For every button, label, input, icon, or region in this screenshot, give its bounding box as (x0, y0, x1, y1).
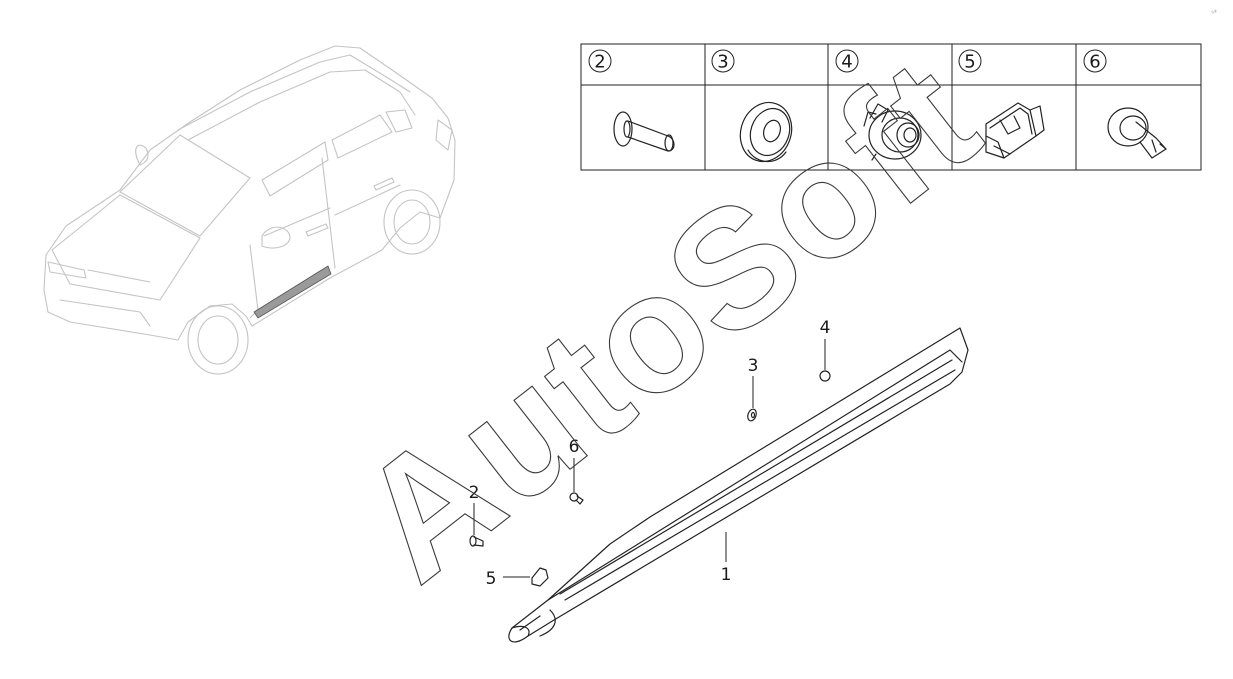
screw-rivet-icon (1107, 107, 1167, 159)
screw-rivet-part-6 (569, 492, 584, 505)
callout-6: 6 (569, 437, 580, 457)
legend-number-6: 6 (1089, 52, 1100, 73)
legend-header-2: 2 (588, 49, 612, 73)
legend-number-4: 4 (841, 52, 852, 73)
trim-rivet-icon (613, 111, 675, 152)
push-clip-icon (863, 103, 922, 161)
callout-1: 1 (721, 565, 732, 585)
autosoft-watermark: AutoSoft (324, 22, 1011, 617)
callout-2: 2 (469, 483, 480, 503)
legend-header-5: 5 (958, 49, 982, 73)
callout-5: 5 (486, 569, 497, 589)
legend-header-4: 4 (835, 49, 859, 73)
legend-number-3: 3 (717, 52, 728, 73)
legend-header-6: 6 (1083, 49, 1107, 73)
side-moulding-assembly: 1 2 3 4 5 6 (469, 318, 969, 643)
grommet-part-3 (747, 408, 757, 422)
push-clip-part-4 (819, 370, 831, 382)
callout-3: 3 (748, 356, 759, 376)
highlighted-side-moulding (253, 265, 332, 319)
vehicle-overview (43, 45, 456, 375)
retainer-clip-part-5 (531, 567, 549, 587)
corner-stamp: 5# (1211, 8, 1219, 15)
rivet-part-2 (469, 535, 484, 547)
legend-header-3: 3 (711, 49, 735, 73)
legend-number-5: 5 (964, 52, 975, 73)
legend-number-2: 2 (594, 52, 605, 73)
grommet-icon (739, 101, 793, 163)
callout-4: 4 (820, 318, 831, 338)
retainer-clip-icon (985, 102, 1045, 159)
fastener-legend-table: 2 3 4 5 6 (580, 43, 1202, 171)
